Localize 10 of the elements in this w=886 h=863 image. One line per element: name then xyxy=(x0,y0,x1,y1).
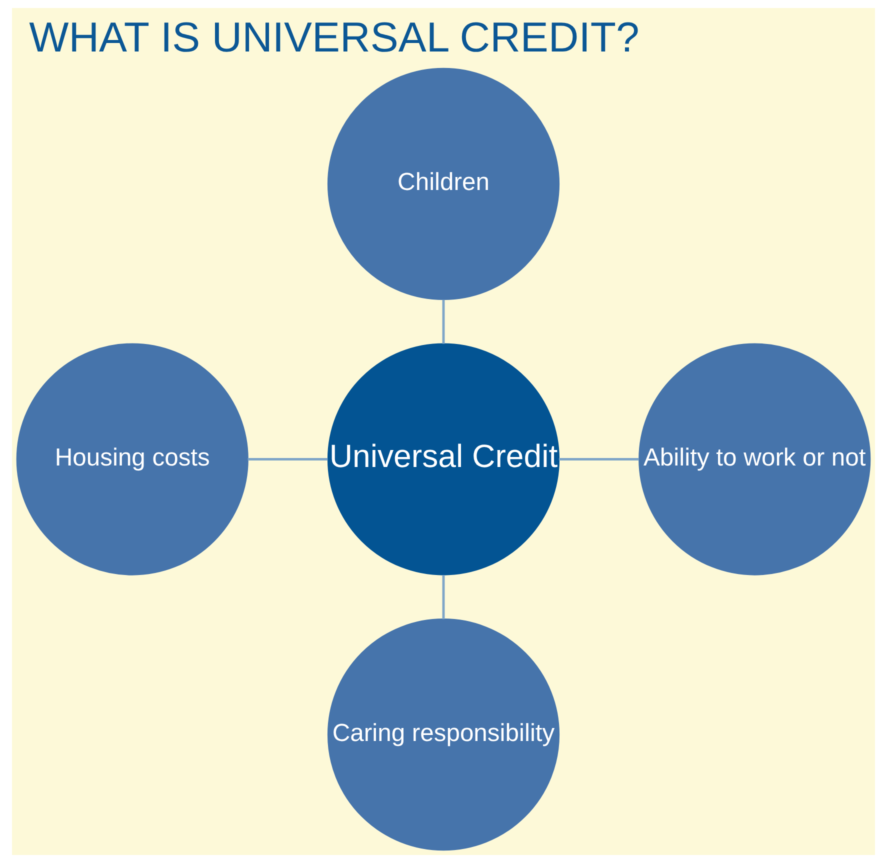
node-circle: Universal Credit xyxy=(326,343,560,576)
connector xyxy=(558,458,638,461)
connector xyxy=(247,458,328,461)
diagram-title: WHAT IS UNIVERSAL CREDIT? xyxy=(28,13,639,60)
node-circle: Caring responsibility xyxy=(326,618,560,851)
node-circle: Housing costs xyxy=(16,343,248,576)
node-circle: Ability to work or not xyxy=(638,343,870,576)
connector xyxy=(442,300,444,344)
connector xyxy=(442,575,444,620)
node-circle: Children xyxy=(326,68,560,300)
